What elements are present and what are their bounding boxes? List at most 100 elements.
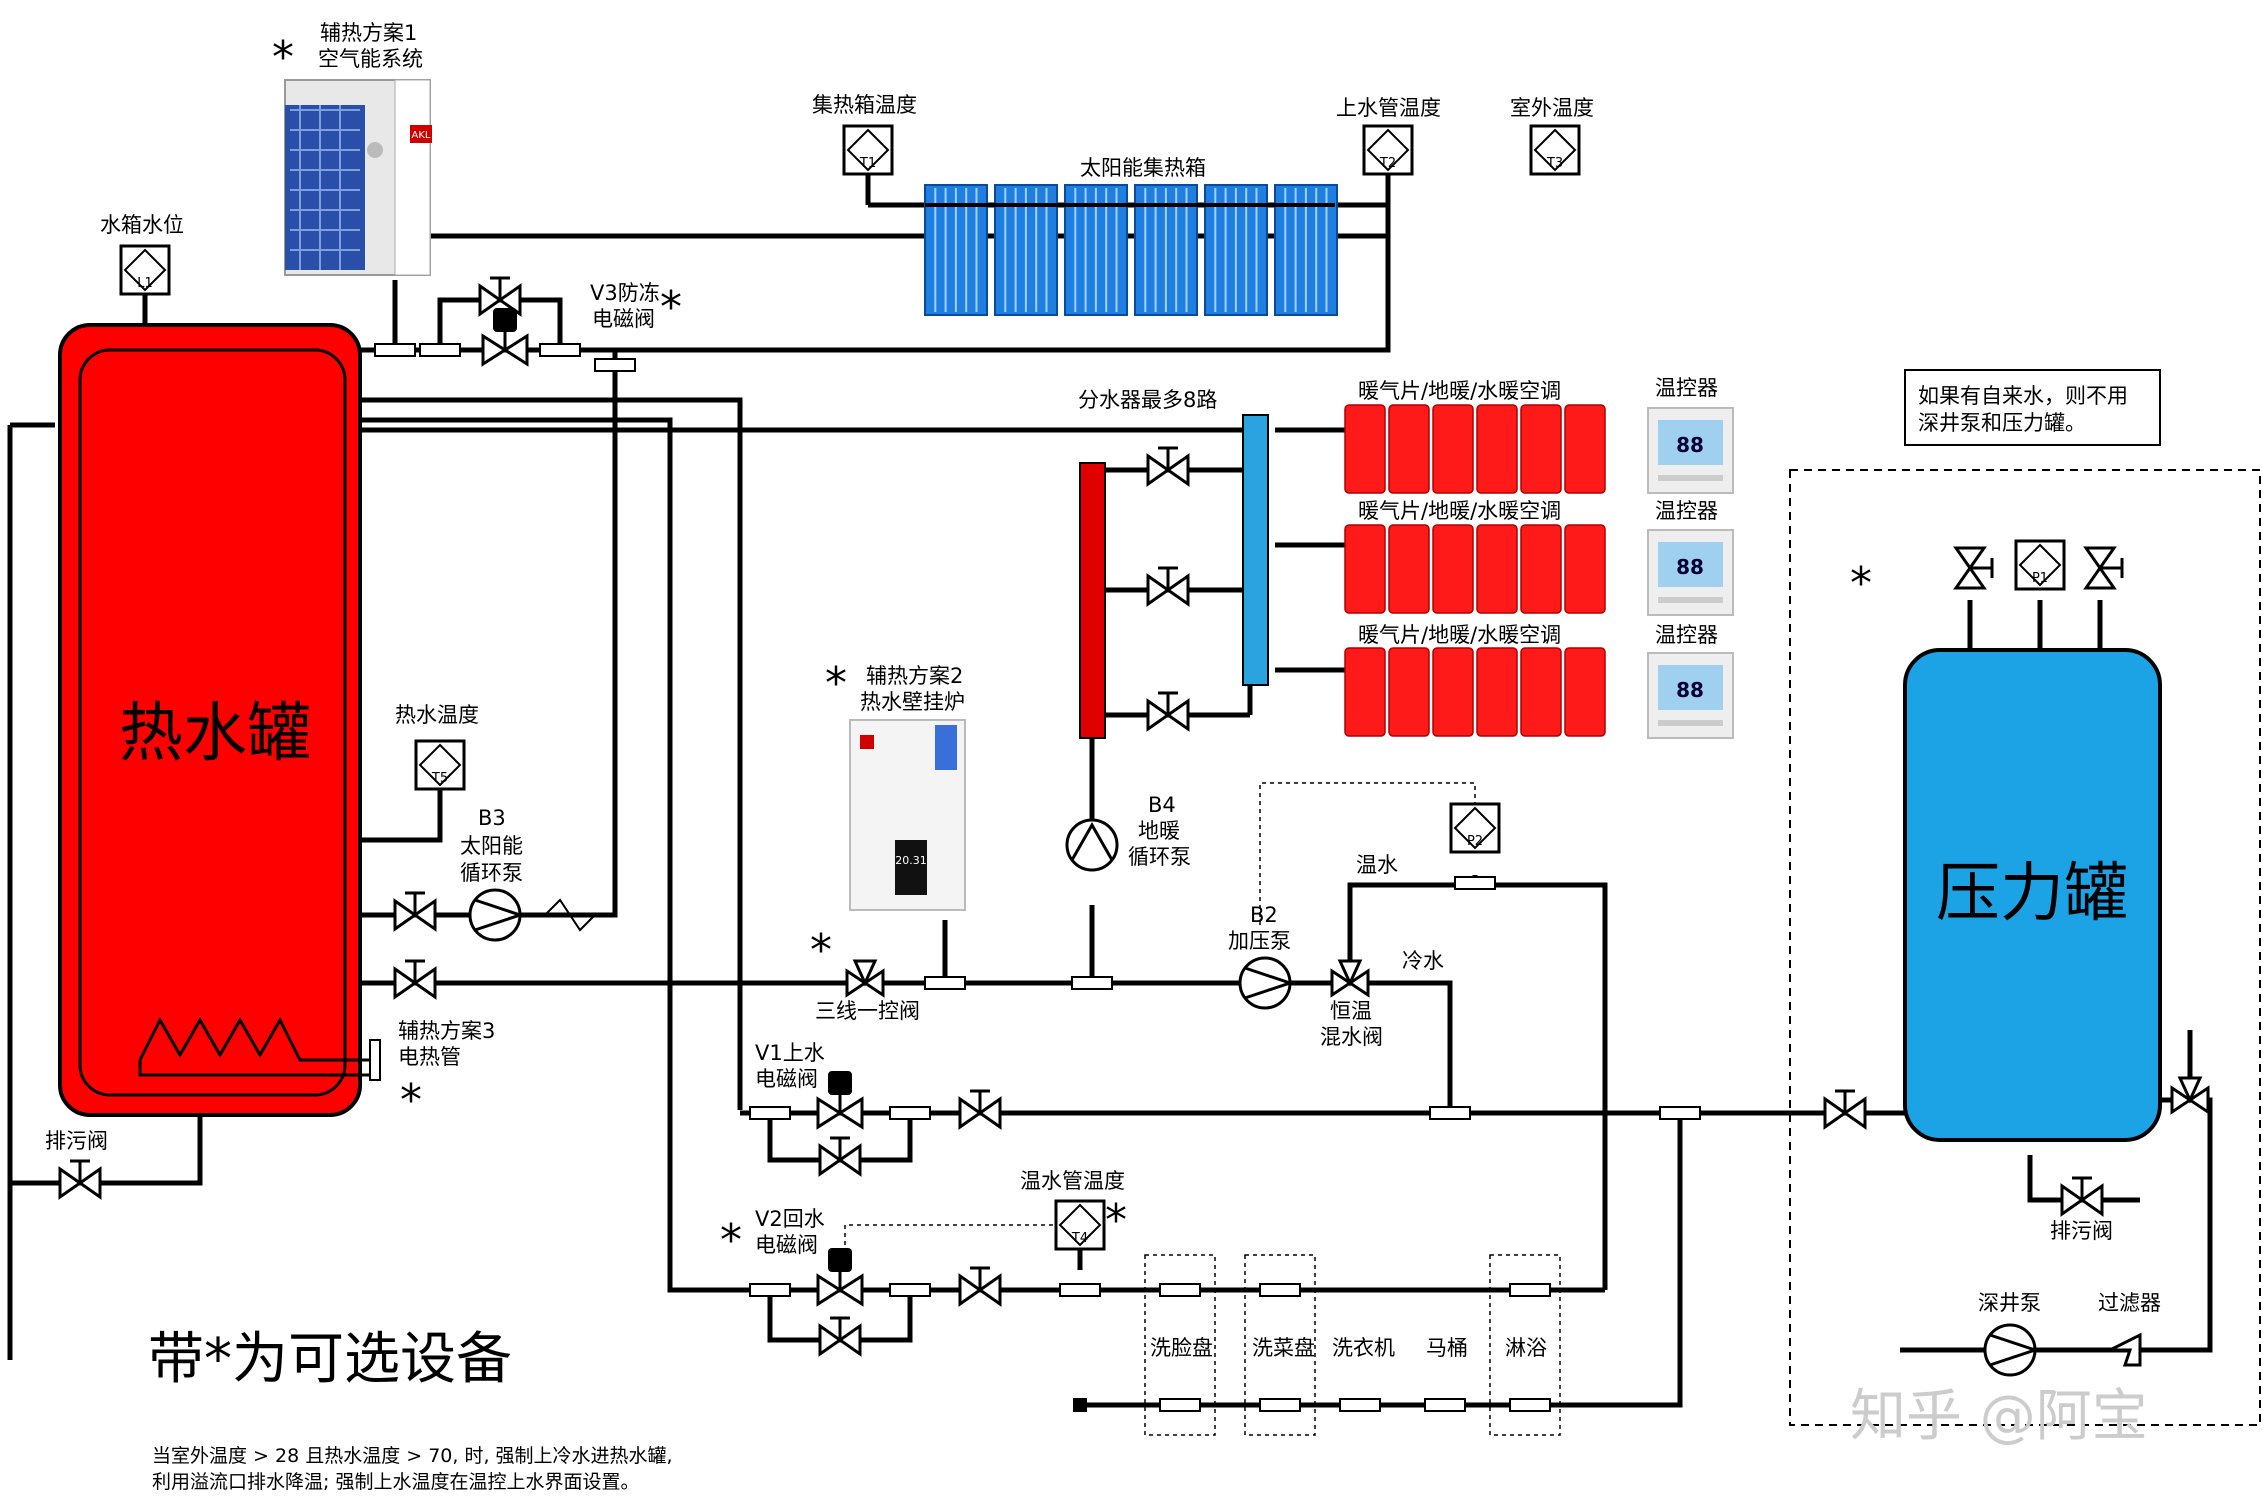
hot-water-temp-sensor-code: T5 xyxy=(431,771,448,786)
note-line-1: 如果有自来水，则不用 xyxy=(1918,384,2128,408)
upper-pipe-temp-sensor: T2 xyxy=(1362,124,1414,176)
control-wires xyxy=(844,782,1476,1245)
well-pump-enclosure xyxy=(1789,469,2261,1426)
hot-water-tank: 热水罐 xyxy=(58,323,381,1117)
heatpump-brand: AKL xyxy=(412,130,431,141)
pipe-fitting xyxy=(374,343,416,357)
thermostat-2-label: 温控器 xyxy=(1655,499,1718,523)
aux1-subtitle: 空气能系统 xyxy=(318,47,423,71)
drain-right-label: 排污阀 xyxy=(2050,1219,2113,1243)
thermostat-1-label: 温控器 xyxy=(1655,376,1718,400)
optional-markers: * * * * * * * * xyxy=(272,32,1872,1266)
mixing-valve-line-2: 混水阀 xyxy=(1320,1025,1383,1049)
pipe-fitting xyxy=(889,1106,931,1120)
thermostat-2: 88 xyxy=(1647,529,1734,616)
svg-text:*: * xyxy=(272,32,294,83)
svg-text:*: * xyxy=(1105,1195,1127,1246)
fixture-boxes xyxy=(1144,1254,1561,1436)
valves xyxy=(58,276,2210,1412)
pipe-fitting xyxy=(419,343,461,357)
filter-label: 过滤器 xyxy=(2098,1291,2161,1315)
v2-line-2: 电磁阀 xyxy=(755,1233,818,1257)
pipe-fitting xyxy=(594,358,636,372)
pipe-fitting xyxy=(924,976,966,990)
outdoor-temp-sensor: T3 xyxy=(1529,124,1581,176)
cold-water-label: 冷水 xyxy=(1402,949,1444,973)
v1-bypass-valve xyxy=(818,1136,862,1177)
pipe-fitting xyxy=(1509,1398,1551,1412)
tank-level-sensor-code: L1 xyxy=(137,276,153,291)
b4-name: B4 xyxy=(1148,793,1176,817)
pressure-sensor-p1-code: P1 xyxy=(2032,571,2048,586)
distributor-manifold xyxy=(1242,414,1269,686)
v3-antifreeze-valve xyxy=(481,308,529,367)
fixture-wash-label: 洗脸盘 xyxy=(1150,1336,1213,1360)
pipe-fitting xyxy=(749,1283,791,1297)
fixture-laundry-label: 洗衣机 xyxy=(1332,1336,1395,1360)
svg-text:*: * xyxy=(810,925,832,976)
check-valve xyxy=(544,898,596,932)
supply-shutoff-valve xyxy=(958,1089,1002,1130)
hot-tank-label: 热水罐 xyxy=(119,697,311,771)
air-source-heat-pump: AKL xyxy=(284,79,432,276)
fixture-toilet-label: 马桶 xyxy=(1426,1336,1468,1360)
pipe-fitting xyxy=(1071,976,1113,990)
b3-line-2: 循环泵 xyxy=(460,861,523,885)
watermark: 知乎 @阿宝 xyxy=(1850,1384,2148,1449)
outdoor-temp-label: 室外温度 xyxy=(1510,96,1594,120)
v1-line-1: V1上水 xyxy=(755,1041,825,1065)
b2-name: B2 xyxy=(1250,903,1278,927)
thermostat-1: 88 xyxy=(1647,407,1734,494)
v3-label-2: 电磁阀 xyxy=(592,307,655,331)
collector-temp-sensor: T1 xyxy=(842,124,894,176)
distributor-label: 分水器最多8路 xyxy=(1078,388,1217,412)
b4-line-2: 循环泵 xyxy=(1128,845,1191,869)
drain-valve-left xyxy=(58,1159,102,1200)
drain-left-label: 排污阀 xyxy=(45,1129,108,1153)
v3-label-1: V3防冻 xyxy=(590,281,660,305)
pipe-network xyxy=(7,150,2213,1408)
thermostat-2-display: 88 xyxy=(1676,555,1704,579)
svg-text:*: * xyxy=(400,1075,422,1126)
pipe-fitting xyxy=(1159,1398,1201,1412)
fixture-shower-label: 淋浴 xyxy=(1505,1336,1547,1360)
upper-pipe-temp-sensor-code: T2 xyxy=(1379,156,1396,171)
wall-mounted-boiler: 20.31 xyxy=(849,719,966,911)
thermostatic-mixing-valve xyxy=(1330,959,1370,998)
radiator-3-label: 暖气片/地暖/水暖空调 xyxy=(1358,623,1561,647)
svg-text:*: * xyxy=(720,1215,742,1266)
pumps xyxy=(468,818,2040,1377)
warm-pipe-temp-sensor: T4 xyxy=(1054,1199,1106,1251)
thermostat-3-label: 温控器 xyxy=(1655,623,1718,647)
text-labels: 辅热方案1 空气能系统 水箱水位 集热箱温度 太阳能集热箱 上水管温度 室外温度… xyxy=(45,21,2161,1493)
radiator-1-label: 暖气片/地暖/水暖空调 xyxy=(1358,379,1561,403)
v2-return-solenoid xyxy=(816,1248,864,1307)
pressure-sensor-p1: P1 xyxy=(2014,539,2066,591)
pipe-fitting xyxy=(1659,1106,1701,1120)
v2-line-1: V2回水 xyxy=(755,1207,825,1231)
collector-temp-sensor-code: T1 xyxy=(859,156,876,171)
drain-valve-right xyxy=(2060,1176,2104,1217)
tank-level-sensor: L1 xyxy=(119,244,171,296)
radiator-row-2 xyxy=(1344,524,1606,614)
footnote-line-2: 利用溢流口排水降温; 强制上水温度在温控上水界面设置。 xyxy=(152,1471,639,1493)
solar-loop-valve xyxy=(393,891,437,932)
note-line-2: 深井泵和压力罐。 xyxy=(1918,411,2086,435)
v1-supply-solenoid xyxy=(816,1071,864,1130)
warm-pipe-temp-label: 温水管温度 xyxy=(1020,1169,1125,1193)
bypass-valve xyxy=(478,276,522,317)
tank-outlet-valve xyxy=(393,959,437,1000)
collector-temp-label: 集热箱温度 xyxy=(812,93,917,117)
v1-line-2: 电磁阀 xyxy=(755,1067,818,1091)
well-pump-symbol xyxy=(1983,1323,2040,1377)
b3-pump xyxy=(468,888,525,942)
well-pump-label: 深井泵 xyxy=(1978,1291,2041,1315)
fixture-veg-label: 洗菜盘 xyxy=(1252,1336,1315,1360)
warm-pipe-temp-sensor-code: T4 xyxy=(1071,1231,1088,1246)
optional-legend: 带*为可选设备 xyxy=(148,1327,512,1392)
hot-water-temp-sensor: T5 xyxy=(414,739,466,791)
b2-line-1: 加压泵 xyxy=(1228,929,1291,953)
b3-line-1: 太阳能 xyxy=(460,834,523,858)
